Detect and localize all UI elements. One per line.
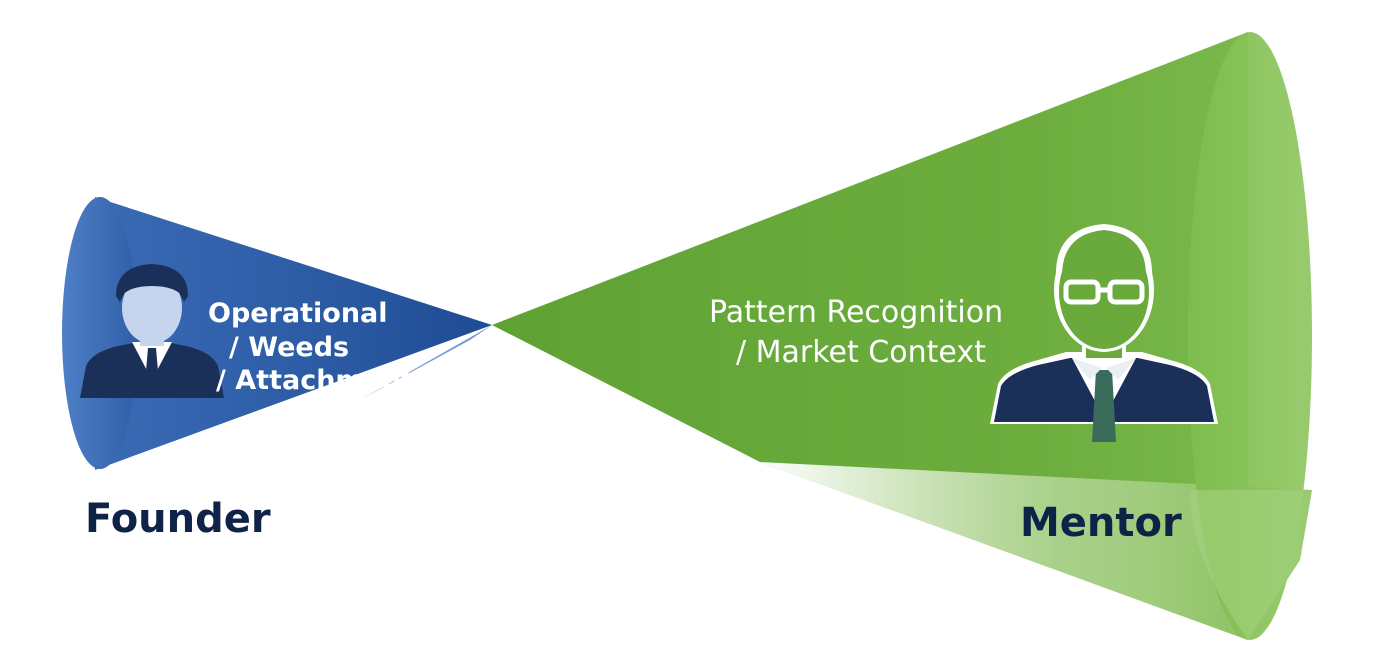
founder-focus-line-2: / Weeds bbox=[229, 332, 349, 363]
mentor-focus: Pattern Recognition / Market Context bbox=[709, 295, 1003, 370]
founder-label: Founder bbox=[85, 496, 271, 542]
mentor-cone bbox=[492, 32, 1312, 640]
founder-focus-line-1: Operational bbox=[208, 298, 388, 329]
founder-focus-line-3: / Attachment bbox=[216, 365, 414, 396]
mentor-focus-line-1: Pattern Recognition bbox=[709, 295, 1003, 330]
founder-focus: Operational / Weeds / Attachment bbox=[208, 298, 414, 396]
person-icon bbox=[80, 264, 224, 398]
person-with-glasses-icon bbox=[990, 224, 1218, 442]
mentor-label: Mentor bbox=[1020, 500, 1182, 546]
mentor-focus-line-2: / Market Context bbox=[736, 335, 986, 370]
founder-cone bbox=[62, 197, 492, 470]
